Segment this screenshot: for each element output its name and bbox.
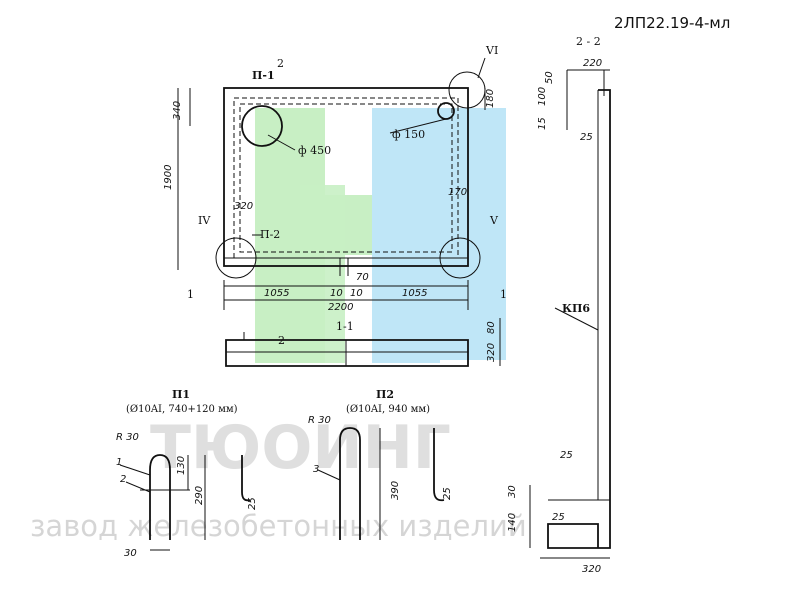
p1-title: П1 bbox=[172, 388, 190, 401]
dim-170: 170 bbox=[448, 187, 467, 198]
dim-320-bottom: 320 bbox=[582, 564, 601, 575]
dim-2200: 2200 bbox=[328, 302, 353, 313]
p2-radius: R 30 bbox=[308, 415, 331, 426]
cut-marker-2-bottom: 2 bbox=[278, 334, 285, 347]
hole-450 bbox=[241, 105, 283, 147]
label-p2: П-2 bbox=[260, 228, 280, 241]
dim-140: 140 bbox=[507, 513, 518, 532]
detail-p2 bbox=[317, 427, 445, 540]
p1-spec: (Ø10AI, 740+120 мм) bbox=[126, 404, 238, 415]
p1-dim-25: 25 bbox=[247, 497, 258, 510]
label-kp6: КП6 bbox=[562, 302, 590, 315]
watermark-brand: ТЮОИНГ bbox=[150, 413, 451, 483]
label-hole-450: ф 450 bbox=[298, 144, 331, 157]
p2-dim-25: 25 bbox=[442, 487, 453, 500]
watermark-logo bbox=[255, 108, 506, 363]
section-1-1-label: 1-1 bbox=[336, 320, 354, 333]
node-vi-circle bbox=[448, 71, 486, 109]
p2-mark-3: 3 bbox=[313, 464, 319, 475]
label-node-v: V bbox=[489, 214, 499, 227]
p2-title: П2 bbox=[376, 388, 394, 401]
plan-view bbox=[215, 57, 486, 279]
label-p1: П-1 bbox=[252, 69, 275, 82]
dim-1055-left: 1055 bbox=[264, 288, 289, 299]
p1-dim-290: 290 bbox=[194, 486, 205, 505]
dim-25-mid: 25 bbox=[560, 450, 573, 461]
cut-marker-2-top: 2 bbox=[277, 57, 284, 70]
p1-mark-1: 1 bbox=[116, 457, 122, 468]
dim-50: 50 bbox=[544, 71, 555, 84]
p1-dim-30: 30 bbox=[124, 548, 137, 559]
p1-radius: R 30 bbox=[116, 432, 139, 443]
node-v-circle bbox=[439, 237, 481, 279]
cut-marker-1-right: 1 bbox=[500, 288, 507, 301]
section-2-2 bbox=[529, 69, 611, 559]
p1-dim-130: 130 bbox=[176, 456, 187, 475]
section-1-1 bbox=[225, 318, 501, 367]
node-iv-circle bbox=[215, 237, 257, 279]
dim-320-section: 320 bbox=[486, 343, 497, 362]
section-2-2-label: 2 - 2 bbox=[576, 35, 601, 48]
dim-15: 15 bbox=[537, 117, 548, 130]
dim-320: 320 bbox=[234, 201, 253, 212]
label-node-vi: VI bbox=[485, 44, 498, 57]
label-node-iv: IV bbox=[198, 214, 211, 227]
dim-30: 30 bbox=[507, 485, 518, 498]
dim-1900: 1900 bbox=[163, 165, 174, 190]
dim-1055-right: 1055 bbox=[402, 288, 427, 299]
dim-340: 340 bbox=[172, 101, 183, 120]
dim-25-low: 25 bbox=[552, 512, 565, 523]
dim-10-right: 10 bbox=[350, 288, 363, 299]
cut-marker-1-left: 1 bbox=[187, 288, 194, 301]
label-hole-150: ф 150 bbox=[392, 128, 425, 141]
dim-25-top: 25 bbox=[580, 132, 593, 143]
dim-220: 220 bbox=[583, 58, 602, 69]
dim-180: 180 bbox=[485, 89, 496, 108]
dim-100: 100 bbox=[537, 87, 548, 106]
p2-dim-390: 390 bbox=[390, 481, 401, 500]
watermark-tagline: завод железобетонных изделий bbox=[30, 509, 527, 543]
plan-dimensions bbox=[177, 88, 486, 310]
p1-mark-2: 2 bbox=[120, 474, 126, 485]
dim-70: 70 bbox=[356, 272, 369, 283]
dim-80: 80 bbox=[486, 321, 497, 334]
drawing-title: 2ЛП22.19-4-мл bbox=[614, 14, 730, 32]
dim-10-left: 10 bbox=[330, 288, 343, 299]
detail-p1 bbox=[119, 454, 251, 551]
p2-spec: (Ø10AI, 940 мм) bbox=[346, 404, 430, 415]
